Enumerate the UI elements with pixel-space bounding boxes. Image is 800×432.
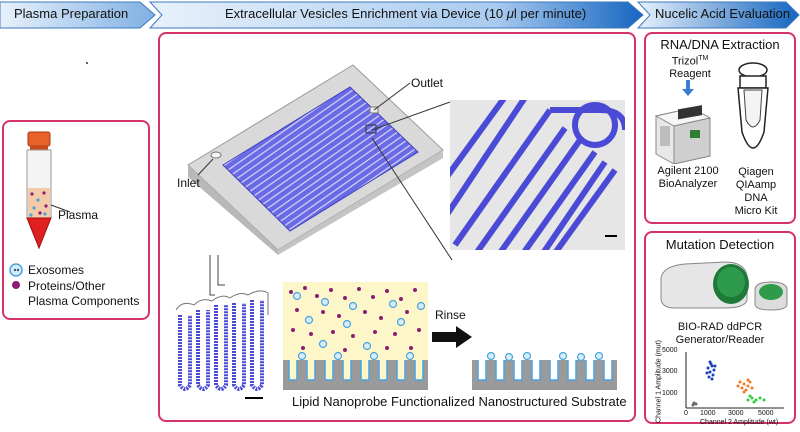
microfluidic-chip-device — [187, 64, 444, 255]
ddpcr-instrument — [660, 261, 788, 311]
banner-arrow-evaluation — [636, 1, 800, 29]
ddpcr-label-line1: BIO-RAD ddPCR — [677, 321, 763, 333]
plasma-label: Plasma — [58, 208, 99, 222]
protein-legend-icon — [12, 281, 20, 289]
channel-zoom-inset — [450, 100, 625, 250]
stray-dot — [86, 62, 88, 64]
qiagen-label-line1: Qiagen — [738, 166, 774, 178]
qiagen-label-line4: Micro Kit — [734, 205, 778, 217]
substrate-after-rinse — [472, 351, 617, 390]
x-tick-3000: 3000 — [728, 410, 744, 417]
trizol-reagent-label-line1: TrizolTM — [671, 55, 709, 68]
extraction-title: RNA/DNA Extraction — [660, 37, 780, 52]
x-axis-label: Channel 2 Amplitude (wt) — [700, 419, 779, 426]
workflow-banner — [0, 1, 800, 29]
inlet-label: Inlet — [177, 176, 200, 190]
legend-proteins-line2: Plasma Components — [28, 294, 140, 308]
banner-arrow-enrichment — [148, 1, 644, 29]
substrate-with-plasma — [283, 282, 428, 390]
x-tick-5000: 5000 — [758, 410, 774, 417]
y-tick-3000: 3000 — [662, 368, 678, 375]
plasma-tube-illustration — [26, 131, 71, 250]
y-axis-label: Channel 1 Amplitude (mut) — [655, 340, 663, 423]
substrate-caption: Lipid Nanoprobe Functionalized Nanostruc… — [292, 394, 627, 409]
x-tick-1000: 1000 — [700, 410, 716, 417]
zoom-connector-lines — [371, 101, 453, 261]
legend-exosomes: Exosomes — [28, 263, 85, 277]
trizol-arrow-icon — [682, 80, 694, 96]
banner-step-nucleic-acid-evaluation: Nucelic Acid Evaluation — [655, 6, 791, 21]
mutation-title: Mutation Detection — [665, 237, 775, 252]
qiagen-spin-column — [737, 62, 769, 149]
rinse-label: Rinse — [435, 308, 466, 322]
bioanalyzer-instrument — [654, 105, 712, 164]
u-channel-array — [175, 255, 269, 399]
agilent-label-line2: BioAnalyzer — [658, 178, 718, 190]
rinse-arrow-icon — [432, 326, 472, 348]
agilent-label-line1: Agilent 2100 — [657, 165, 719, 177]
qiagen-label-line3: DNA — [744, 192, 768, 204]
exosome-legend-icon — [9, 263, 23, 277]
ddpcr-scatter-plot — [685, 352, 784, 409]
trizol-reagent-label-line2: Reagent — [669, 68, 711, 80]
x-tick-0: 0 — [684, 410, 688, 417]
y-tick-5000: 5000 — [662, 347, 678, 354]
banner-step-plasma-preparation: Plasma Preparation — [14, 6, 129, 21]
qiagen-label-line2: QIAamp — [735, 179, 777, 191]
banner-arrow-plasma — [0, 1, 156, 29]
banner-step-enrichment: Extracellular Vesicles Enrichment via De… — [225, 6, 587, 21]
ddpcr-label-line2: Generator/Reader — [675, 334, 765, 346]
outlet-label: Outlet — [411, 76, 444, 90]
legend-proteins-line1: Proteins/Other — [28, 279, 106, 293]
y-tick-1000: 1000 — [662, 390, 678, 397]
